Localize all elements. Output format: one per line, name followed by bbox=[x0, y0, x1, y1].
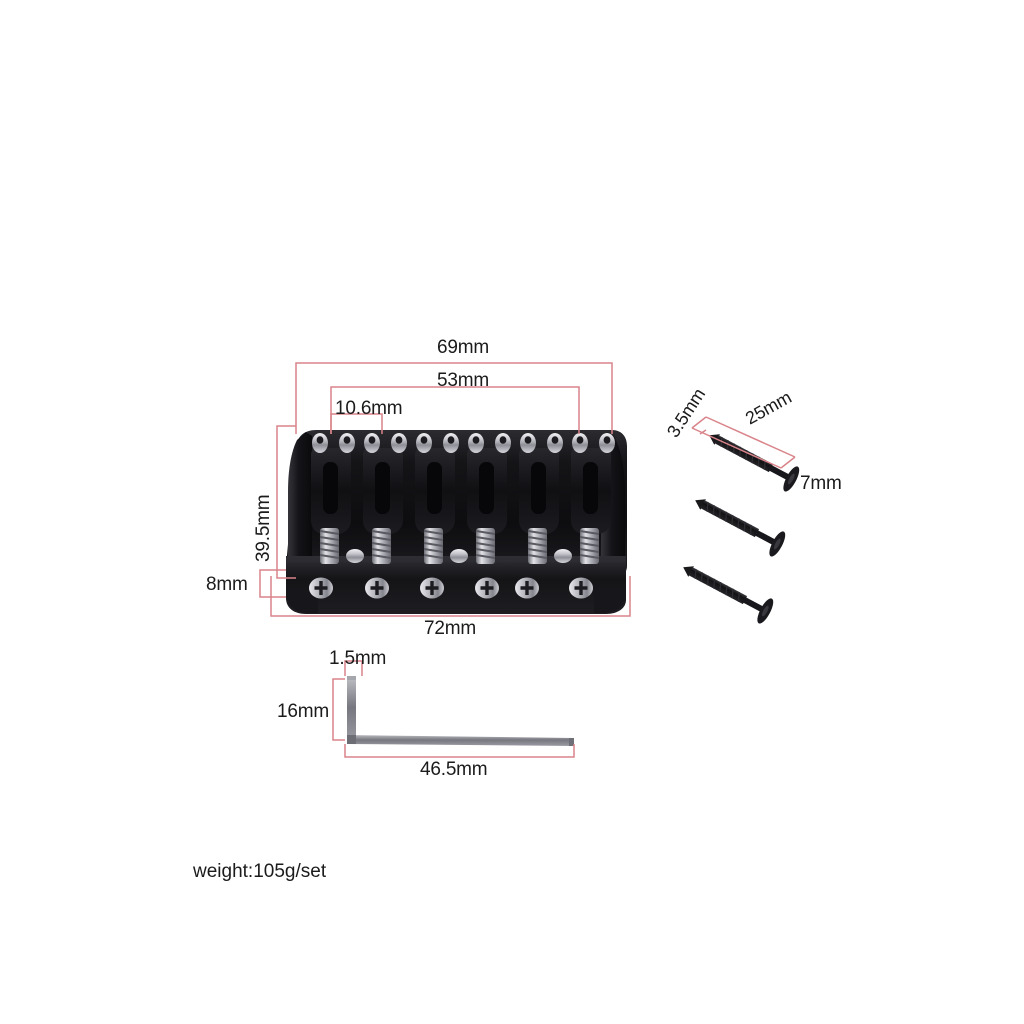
label-key-short-arm: 16mm bbox=[277, 701, 329, 722]
saddle bbox=[415, 448, 455, 534]
dimline-69mm bbox=[295, 362, 613, 434]
saddle bbox=[363, 448, 403, 534]
label-inner-width: 53mm bbox=[437, 370, 489, 391]
dimline-7mm-right bbox=[780, 456, 796, 469]
label-key-long-arm: 46.5mm bbox=[420, 759, 488, 780]
dimline-tick bbox=[699, 429, 707, 435]
mounting-screw-heads bbox=[309, 577, 593, 599]
dimline-1.5mm bbox=[344, 660, 363, 676]
screw bbox=[709, 434, 800, 492]
label-plate-height: 8mm bbox=[206, 574, 248, 595]
saddle bbox=[467, 448, 507, 534]
intonation-springs bbox=[319, 528, 600, 564]
screw-group bbox=[683, 434, 800, 624]
dimline-3.5mm-bottom bbox=[691, 427, 782, 469]
bridge-assembly bbox=[286, 430, 627, 614]
label-saddle-spacing: 10.6mm bbox=[335, 398, 403, 419]
dimline-16mm bbox=[332, 678, 345, 741]
label-base-width: 72mm bbox=[424, 618, 476, 639]
bridge-corner-right bbox=[594, 590, 626, 613]
dimline-39.5mm bbox=[276, 425, 296, 579]
dimline-72mm bbox=[270, 576, 631, 617]
screw bbox=[695, 499, 786, 557]
dimline-10.6mm bbox=[330, 413, 383, 434]
saddle-group bbox=[311, 448, 611, 534]
dimline-3.5mm-top bbox=[691, 416, 707, 429]
dimline-8mm bbox=[259, 569, 286, 598]
saddle bbox=[519, 448, 559, 534]
bridge-corner-left bbox=[286, 590, 318, 613]
label-depth: 39.5mm bbox=[253, 494, 274, 562]
dimline-25mm bbox=[705, 416, 796, 458]
saddle-height-screws bbox=[312, 433, 615, 453]
weight-label: weight:105g/set bbox=[193, 861, 327, 882]
hex-key bbox=[347, 676, 574, 746]
bridge-left-wing bbox=[288, 432, 312, 578]
dimline-53mm bbox=[330, 386, 580, 434]
dimline-46.5mm bbox=[344, 744, 575, 758]
saddle bbox=[571, 448, 611, 534]
saddle bbox=[311, 448, 351, 534]
label-overall-width: 69mm bbox=[437, 337, 489, 358]
label-screw-head-diameter: 7mm bbox=[800, 473, 842, 494]
dimension-lines bbox=[259, 362, 796, 758]
string-ball-holes bbox=[346, 549, 572, 563]
bridge-front-face bbox=[286, 556, 626, 614]
label-key-thickness: 1.5mm bbox=[329, 648, 387, 669]
screw bbox=[683, 566, 774, 624]
